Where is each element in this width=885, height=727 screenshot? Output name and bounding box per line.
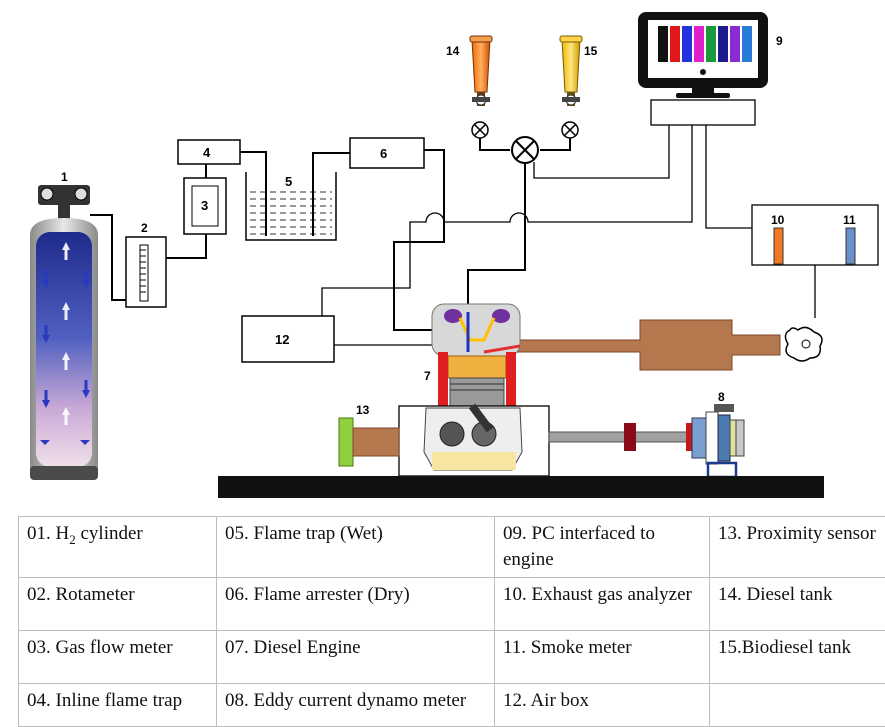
- diesel-engine: [432, 304, 520, 410]
- label-7: 7: [424, 369, 431, 383]
- legend-cell-empty: [710, 684, 885, 727]
- label-11: 11: [843, 213, 856, 227]
- rotameter: [126, 237, 166, 307]
- label-3: 3: [201, 198, 208, 213]
- legend-cell-07: 07. Diesel Engine: [217, 631, 495, 684]
- component-legend-table: 01. H2 cylinder 05. Flame trap (Wet) 09.…: [18, 516, 885, 727]
- legend-cell-02: 02. Rotameter: [19, 578, 217, 631]
- label-14: 14: [446, 44, 460, 58]
- legend-row: 03. Gas flow meter 07. Diesel Engine 11.…: [19, 631, 885, 684]
- crankcase: [424, 406, 522, 470]
- legend-cell-10: 10. Exhaust gas analyzer: [495, 578, 710, 631]
- monitor-bar: [742, 26, 752, 62]
- monitor-bar: [658, 26, 668, 62]
- legend-row: 01. H2 cylinder 05. Flame trap (Wet) 09.…: [19, 517, 885, 578]
- h2-cylinder: [30, 185, 98, 480]
- mixing-valve: [512, 137, 538, 163]
- fuel-lines: [468, 138, 570, 312]
- label-10: 10: [771, 213, 785, 227]
- legend-cell-09: 09. PC interfaced to engine: [495, 517, 710, 578]
- legend-cell-06: 06. Flame arrester (Dry): [217, 578, 495, 631]
- label-2: 2: [141, 221, 148, 235]
- biodiesel-tank: [560, 36, 582, 106]
- monitor-bar: [694, 26, 704, 62]
- experimental-setup-diagram: 1 2 3 4 5 6 12: [0, 0, 885, 510]
- exhaust-gas-analyzer: [774, 228, 783, 264]
- monitor-bar: [706, 26, 716, 62]
- label-5: 5: [285, 174, 292, 189]
- legend-cell-12: 12. Air box: [495, 684, 710, 727]
- monitor-bar: [730, 26, 740, 62]
- monitor-bar: [718, 26, 728, 62]
- valve-diesel: [472, 122, 488, 138]
- legend-cell-01: 01. H2 cylinder: [19, 517, 217, 578]
- monitor-bar: [670, 26, 680, 62]
- pc-interface-box: [651, 100, 755, 125]
- legend-cell-13: 13. Proximity sensor: [710, 517, 885, 578]
- legend-cell-04: 04. Inline flame trap: [19, 684, 217, 727]
- exhaust-system: [500, 320, 822, 370]
- label-4: 4: [203, 145, 211, 160]
- legend-cell-03: 03. Gas flow meter: [19, 631, 217, 684]
- smoke-meter: [846, 228, 855, 264]
- legend-cell-11: 11. Smoke meter: [495, 631, 710, 684]
- legend-cell-15: 15.Biodiesel tank: [710, 631, 885, 684]
- pc-monitor: [638, 12, 768, 98]
- monitor-bar: [682, 26, 692, 62]
- legend-cell-08: 08. Eddy current dynamo meter: [217, 684, 495, 727]
- label-8: 8: [718, 390, 725, 404]
- drive-shaft: [549, 423, 692, 451]
- legend-row: 04. Inline flame trap 08. Eddy current d…: [19, 684, 885, 727]
- diesel-tank: [470, 36, 492, 106]
- legend-cell-14: 14. Diesel tank: [710, 578, 885, 631]
- legend-row: 02. Rotameter 06. Flame arrester (Dry) 1…: [19, 578, 885, 631]
- eddy-current-dynamometer: [692, 404, 744, 477]
- label-15: 15: [584, 44, 598, 58]
- label-6: 6: [380, 146, 387, 161]
- proximity-sensor: [339, 418, 399, 466]
- legend-cell-05: 05. Flame trap (Wet): [217, 517, 495, 578]
- label-12: 12: [275, 332, 289, 347]
- label-9: 9: [776, 34, 783, 48]
- label-1: 1: [61, 170, 68, 184]
- valve-biodiesel: [562, 122, 578, 138]
- label-13: 13: [356, 403, 370, 417]
- test-bed-base: [218, 476, 824, 498]
